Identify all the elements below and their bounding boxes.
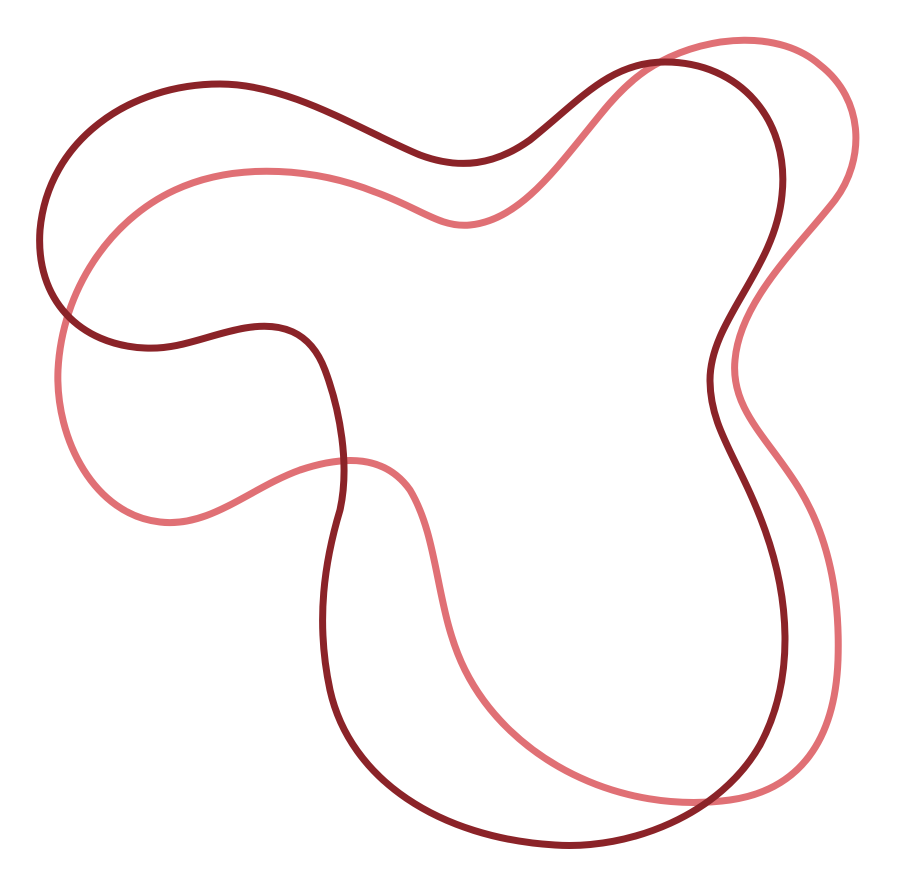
dark-blob-outline: [36, 58, 789, 849]
light-blob-outline: [54, 36, 860, 806]
